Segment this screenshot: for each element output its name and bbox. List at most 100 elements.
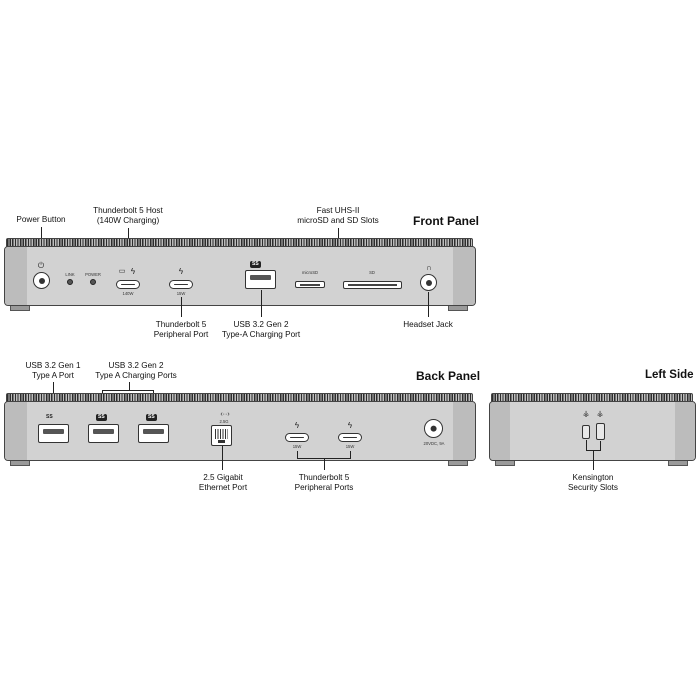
power-button-label-text: Power Button	[16, 215, 66, 224]
back-panel-title: Back Panel	[416, 369, 481, 383]
tb5-host-watt: 140W	[122, 291, 134, 296]
thunderbolt-host-icon: ϟ	[130, 267, 136, 276]
dc-power-input[interactable]	[424, 419, 443, 438]
tb5-peripheral-port[interactable]	[169, 280, 193, 289]
leader-usb-gen1	[53, 382, 54, 401]
tb5-back-watt-2: 15W	[345, 444, 355, 449]
front-left-corner	[5, 247, 27, 305]
leader-usb-gen2-stem	[129, 382, 130, 390]
leader-kensington-right	[600, 441, 601, 450]
tb5-back-watt-1: 15W	[292, 444, 302, 449]
power-led	[90, 279, 96, 285]
dc-in-rating: 20VDC, 9A	[423, 441, 445, 446]
power-button[interactable]	[33, 272, 50, 289]
uhs-slots-label-line1: Fast UHS-II	[316, 206, 360, 215]
leader-tb5-back-right	[350, 451, 351, 459]
leader-tb5-periph	[181, 297, 182, 317]
tb5-periph-watt: 15W	[176, 291, 186, 296]
leader-usb32-front	[261, 290, 262, 317]
tb5-back-label-line1: Thunderbolt 5	[298, 473, 350, 482]
left-side-title: Left Side	[645, 369, 694, 381]
ethernet-icon: ‹··›	[220, 411, 230, 418]
usb-a-charging-port-front[interactable]	[245, 270, 276, 289]
tb5-back-label: Thunderbolt 5 Peripheral Ports	[280, 473, 368, 493]
leader-headset	[428, 292, 429, 317]
left-side-grille	[491, 393, 693, 402]
tb5-host-port[interactable]	[116, 280, 140, 289]
ethernet-label-line1: 2.5 Gigabit	[203, 473, 243, 482]
headset-icon: ∩	[426, 263, 432, 272]
leader-usb-gen2-bar	[102, 390, 154, 391]
kensington-slot-2[interactable]	[596, 423, 605, 440]
ss-badge-gen1: SS	[46, 414, 53, 420]
left-side-left-corner	[490, 402, 510, 460]
ss-charge-badge-front: SS	[250, 261, 261, 268]
kensington-label-line1: Kensington	[572, 473, 614, 482]
front-panel-grille	[6, 238, 473, 247]
ethernet-label: 2.5 Gigabit Ethernet Port	[190, 473, 256, 493]
kensington-slot-1[interactable]	[582, 425, 590, 439]
tb5-peripheral-label: Thunderbolt 5 Peripheral Port	[135, 320, 227, 340]
usb-a-gen2-port-2[interactable]	[138, 424, 169, 443]
ethernet-port[interactable]	[211, 425, 232, 446]
ss-charge-badge-1: SS	[96, 414, 107, 421]
usb32-front-label: USB 3.2 Gen 2 Type-A Charging Port	[210, 320, 312, 340]
back-foot-right	[448, 461, 468, 466]
ss-charge-badge-2: SS	[146, 414, 157, 421]
tb5-back-port-2[interactable]	[338, 433, 362, 442]
usb-gen2-label: USB 3.2 Gen 2 Type A Charging Ports	[84, 361, 188, 381]
back-foot-left	[10, 461, 30, 466]
power-led-label: POWER	[85, 272, 101, 277]
microsd-slot[interactable]	[295, 281, 325, 288]
front-panel-title: Front Panel	[413, 214, 480, 228]
leader-kensington-left	[586, 440, 587, 450]
tb5-host-label: Thunderbolt 5 Host (140W Charging)	[82, 206, 174, 226]
usb32-front-label-line2: Type-A Charging Port	[221, 330, 301, 339]
tb5-back-label-line2: Peripheral Ports	[294, 483, 354, 492]
usb-gen1-label-line1: USB 3.2 Gen 1	[25, 361, 81, 370]
lock-icon-2: ⚶	[596, 409, 604, 418]
usb-gen2-label-line2: Type A Charging Ports	[95, 371, 177, 380]
link-led-label: LINK	[65, 272, 75, 277]
tb5-periph-label-line2: Peripheral Port	[153, 330, 209, 339]
sd-slot-label: SD	[369, 270, 375, 275]
back-panel-grille	[6, 393, 473, 402]
microsd-slot-label: microSD	[301, 270, 319, 275]
thunderbolt-periph-icon: ϟ	[178, 267, 184, 276]
front-foot-left	[10, 306, 30, 311]
leader-kensington-stem	[593, 450, 594, 470]
ethernet-speed: 2.5G	[219, 419, 229, 424]
back-left-corner	[5, 402, 27, 460]
usb-gen2-label-line1: USB 3.2 Gen 2	[108, 361, 164, 370]
usb-gen1-label: USB 3.2 Gen 1 Type A Port	[16, 361, 90, 381]
back-right-corner	[453, 402, 475, 460]
tb5-host-label-line2: (140W Charging)	[96, 216, 160, 225]
front-foot-right	[448, 306, 468, 311]
headset-jack-label: Headset Jack	[390, 320, 466, 330]
sd-slot[interactable]	[343, 281, 402, 289]
leader-ethernet	[222, 446, 223, 470]
front-panel-body	[4, 246, 476, 306]
back-panel-body	[4, 401, 476, 461]
tb5-periph-label-line1: Thunderbolt 5	[155, 320, 207, 329]
ethernet-label-line2: Ethernet Port	[198, 483, 248, 492]
leader-tb5-back-left	[297, 451, 298, 459]
usb-a-gen1-port[interactable]	[38, 424, 69, 443]
headset-jack[interactable]	[420, 274, 437, 291]
thunderbolt-back-icon-1: ϟ	[294, 421, 300, 430]
uhs-slots-label: Fast UHS-II microSD and SD Slots	[288, 206, 388, 226]
laptop-icon: ▭	[118, 268, 126, 275]
left-side-right-corner	[675, 402, 695, 460]
left-foot-right	[668, 461, 688, 466]
left-foot-left	[495, 461, 515, 466]
headset-label-text: Headset Jack	[403, 320, 453, 329]
front-right-corner	[453, 247, 475, 305]
tb5-back-port-1[interactable]	[285, 433, 309, 442]
tb5-host-label-line1: Thunderbolt 5 Host	[93, 206, 163, 215]
power-button-label: Power Button	[10, 215, 72, 225]
left-side-body	[489, 401, 696, 461]
thunderbolt-back-icon-2: ϟ	[347, 421, 353, 430]
usb-a-gen2-port-1[interactable]	[88, 424, 119, 443]
usb32-front-label-line1: USB 3.2 Gen 2	[233, 320, 289, 329]
kensington-label-line2: Security Slots	[567, 483, 619, 492]
